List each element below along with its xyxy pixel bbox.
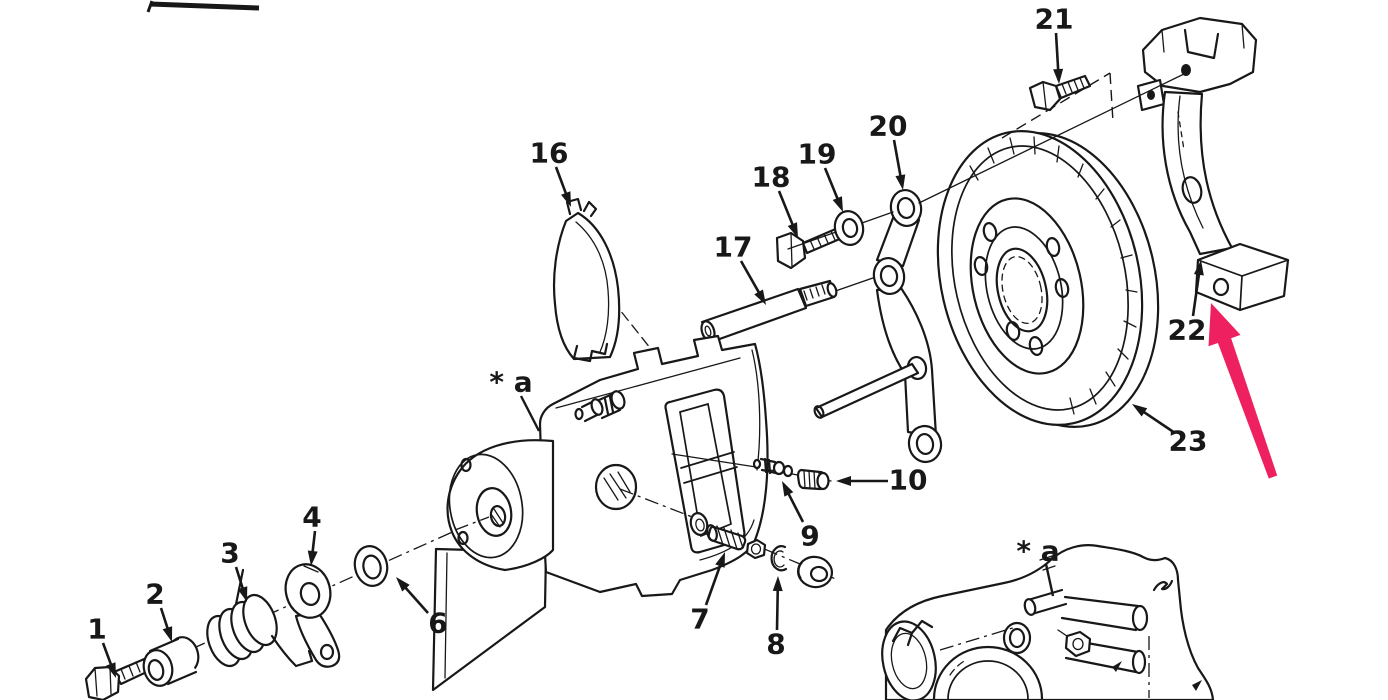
callout-label: 4 [302, 501, 321, 534]
part-19-washer [833, 210, 865, 246]
callout-label: 1 [87, 613, 106, 646]
callout-20-13: 20 [869, 110, 908, 190]
callout-label: 22 [1168, 314, 1207, 347]
cap-plug [796, 555, 834, 589]
callout-label: * a [1016, 535, 1059, 568]
part-6-washer [353, 545, 389, 587]
callout-23-16: 23 [1132, 404, 1207, 458]
callout-22-15: 22 [1168, 260, 1207, 347]
caliper2-eye [1002, 621, 1032, 655]
callout-1-0: 1 [87, 613, 116, 678]
caliper2-bore [932, 645, 1044, 700]
alignment-line [787, 72, 1187, 250]
washer-small [689, 512, 709, 536]
rotor-vent-ticks [969, 136, 1138, 415]
callout-label: 17 [714, 231, 753, 264]
part-22-anchor-bracket [1001, 16, 1290, 312]
callout-a-18: * a [1016, 535, 1060, 597]
callout-4-3: 4 [302, 501, 322, 566]
bleeder-screw [574, 390, 626, 423]
part-23-rotor [936, 130, 1160, 428]
callout-2-1: 2 [145, 578, 173, 642]
caliper-assembly [431, 334, 769, 692]
part-20-mounting-bracket [813, 188, 943, 464]
callout-16-9: 16 [530, 137, 571, 207]
caliper-dust-shield [446, 439, 555, 572]
callout-label: 23 [1169, 425, 1208, 458]
anchor-screw-hole [1181, 64, 1191, 76]
callout-label: 9 [800, 520, 819, 553]
rotor-bolt-holes [973, 222, 1070, 356]
part-21-bolt [1028, 74, 1092, 112]
caliper-flange-plate [431, 547, 548, 692]
callout-label: 8 [766, 628, 785, 661]
caliper2-nut [1057, 629, 1092, 658]
callout-label: 7 [690, 603, 709, 636]
caliper-assembly-2 [881, 544, 1215, 700]
callout-label: 19 [798, 138, 837, 171]
caliper-bore [594, 463, 638, 511]
callout-19-12: 19 [798, 138, 843, 212]
callout-label: * a [489, 366, 532, 399]
part-4-lever [284, 563, 341, 668]
callout-label: 20 [869, 110, 908, 143]
part-3-spring [206, 568, 314, 668]
callout-label: 18 [752, 161, 791, 194]
part-10-plug [796, 468, 830, 491]
part-8-lock-ring [770, 545, 788, 572]
callout-label: 2 [145, 578, 164, 611]
highlight-arrow [1208, 303, 1278, 479]
callout-label: 16 [530, 137, 569, 170]
callout-17-10: 17 [714, 231, 766, 305]
part-9-bleeder-valve [752, 457, 794, 478]
callout-label: 10 [889, 464, 928, 497]
callout-8-6: 8 [766, 576, 786, 661]
callout-label: 21 [1035, 3, 1074, 36]
caliper2-cup [881, 620, 937, 700]
hex-nut-small [745, 538, 767, 560]
callout-label: 3 [220, 537, 239, 570]
guide-pin [813, 362, 920, 419]
callout-7-5: 7 [690, 552, 725, 636]
callout-3-2: 3 [220, 537, 248, 602]
callout-label: 6 [428, 607, 447, 640]
callout-18-11: 18 [752, 161, 798, 238]
part-7-plug [706, 524, 747, 551]
part-2-bushing [142, 636, 200, 687]
part-16-brake-pad [552, 197, 621, 363]
callout-10-8: 10 [836, 464, 927, 497]
callout-21-14: 21 [1035, 3, 1074, 84]
page-edge-fragment [146, 0, 260, 13]
small-hardware [689, 457, 834, 589]
callout-9-7: 9 [782, 481, 820, 553]
part-18-bolt [775, 226, 844, 270]
callout-6-4: 6 [396, 577, 448, 640]
callout-a-17: * a [489, 366, 541, 432]
part-17-slide-pin [700, 279, 838, 343]
